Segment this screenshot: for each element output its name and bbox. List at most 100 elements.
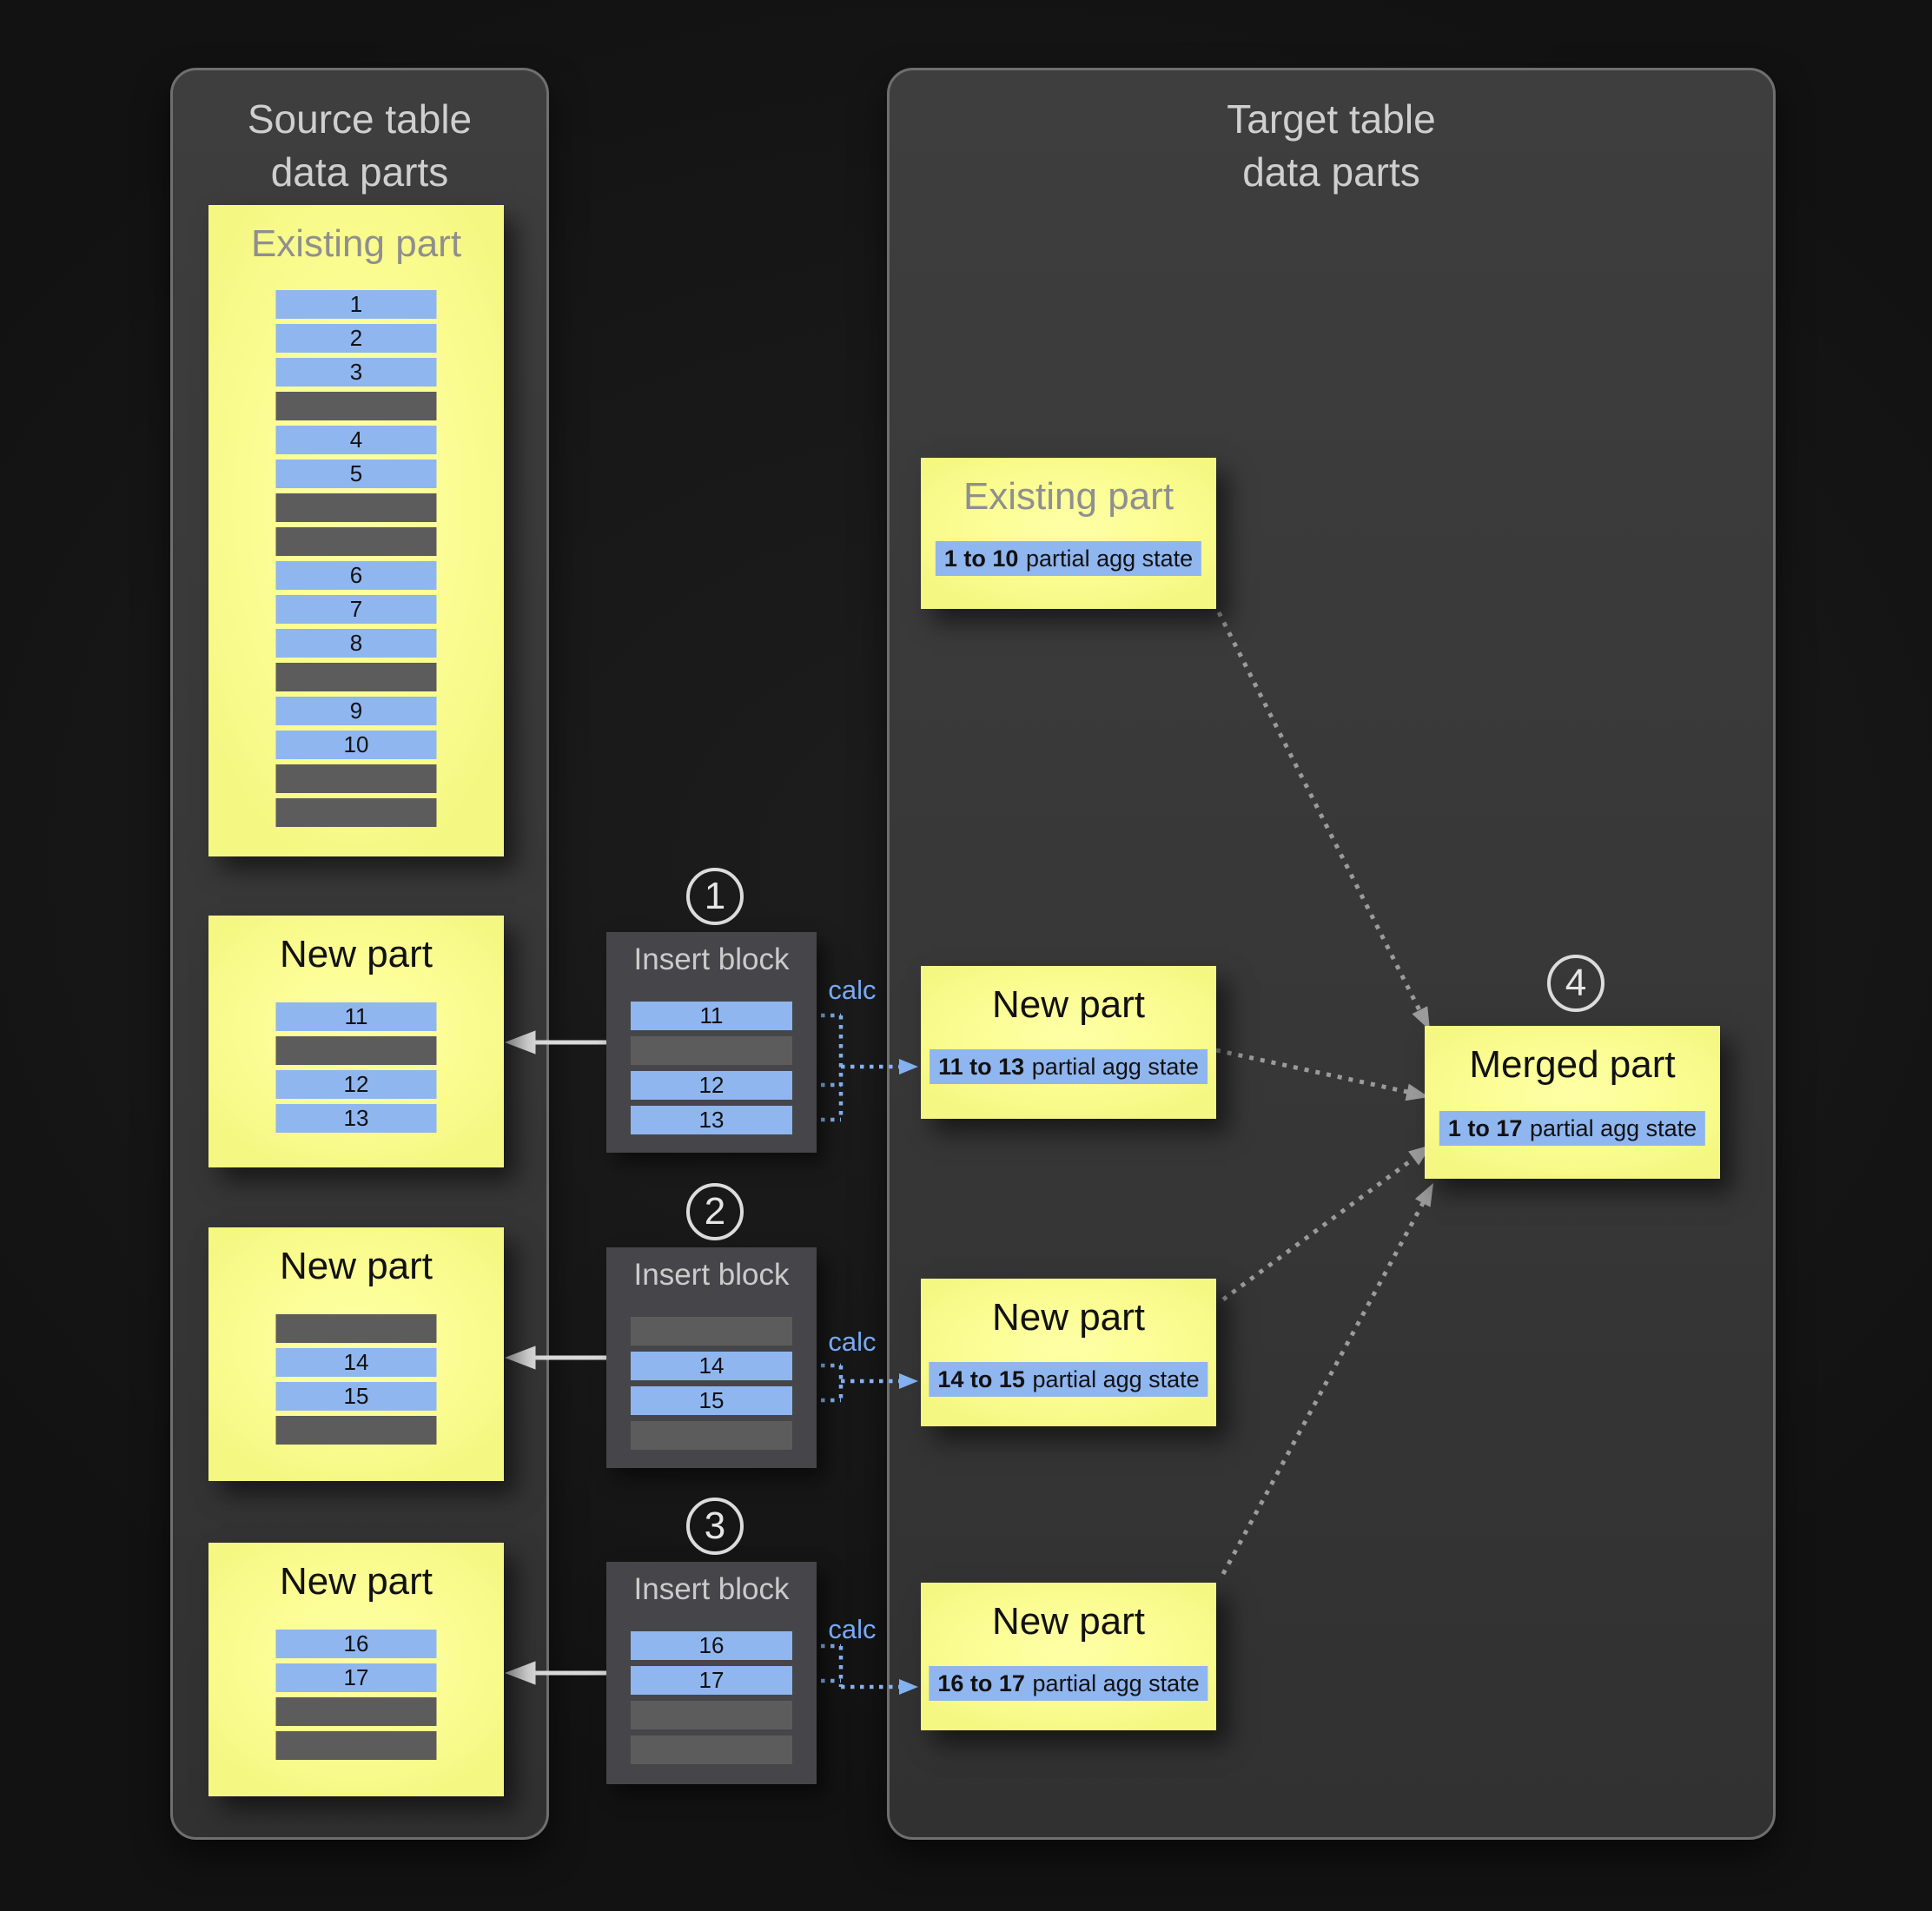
target-new-part-2: New part 14 to 15 partial agg state [921, 1279, 1216, 1426]
data-row: 15 [275, 1382, 437, 1411]
data-row: 16 [275, 1630, 437, 1658]
target-panel-title-line1: Target table [1227, 96, 1436, 142]
agg-label: partial agg state [1031, 1054, 1199, 1080]
insert-block-2-title: Insert block [633, 1258, 790, 1292]
empty-row [631, 1036, 792, 1065]
data-row: 12 [631, 1071, 792, 1100]
agg-label: partial agg state [1032, 1670, 1200, 1696]
source-new-part-1-rows: 11 12 13 [275, 1002, 437, 1138]
data-row: 17 [631, 1666, 792, 1695]
empty-row [275, 527, 437, 556]
target-merged-part: Merged part 1 to 17 partial agg state [1425, 1026, 1720, 1179]
data-row: 2 [275, 324, 437, 353]
step-3-badge: 3 [686, 1498, 744, 1555]
empty-row [275, 1416, 437, 1445]
data-row: 15 [631, 1386, 792, 1415]
agg-range: 14 to 15 [937, 1366, 1025, 1392]
empty-row [631, 1421, 792, 1450]
calc-label-3: calc [828, 1614, 877, 1644]
step-4-badge: 4 [1547, 955, 1604, 1012]
source-panel-title-line2: data parts [270, 149, 449, 195]
source-existing-part-rows: 1 2 3 4 5 6 7 8 9 10 [275, 290, 437, 832]
target-new-part-2-agg-bar: 14 to 15 partial agg state [929, 1362, 1208, 1397]
target-panel-title-line2: data parts [1242, 149, 1420, 195]
empty-row [275, 392, 437, 420]
empty-row [275, 1731, 437, 1760]
calc-label-1: calc [828, 975, 877, 1005]
source-panel-title-line1: Source table [247, 96, 473, 142]
agg-range: 16 to 17 [937, 1670, 1025, 1696]
agg-range: 1 to 10 [943, 546, 1019, 572]
agg-label: partial agg state [1530, 1115, 1697, 1141]
target-table-panel: Target table data parts [887, 68, 1776, 1840]
target-panel-title: Target table data parts [890, 93, 1773, 198]
data-row: 9 [275, 697, 437, 725]
data-row: 5 [275, 460, 437, 488]
empty-row [275, 1314, 437, 1343]
empty-row [275, 663, 437, 691]
source-new-part-1-title: New part [279, 933, 433, 975]
target-merged-part-title: Merged part [1469, 1043, 1676, 1086]
step-2-badge: 2 [686, 1183, 744, 1240]
target-new-part-3: New part 16 to 17 partial agg state [921, 1583, 1216, 1730]
data-row: 10 [275, 731, 437, 759]
insert-block-1: Insert block 11 12 13 [606, 932, 817, 1153]
data-row: 7 [275, 595, 437, 624]
insert-block-1-title: Insert block [633, 942, 790, 976]
agg-range: 1 to 17 [1447, 1115, 1523, 1141]
target-new-part-3-title: New part [991, 1600, 1146, 1643]
target-existing-part: Existing part 1 to 10 partial agg state [921, 458, 1216, 609]
data-row: 13 [275, 1104, 437, 1133]
source-new-part-3-title: New part [279, 1560, 433, 1603]
data-row: 12 [275, 1070, 437, 1099]
data-row: 1 [275, 290, 437, 319]
data-row: 4 [275, 426, 437, 454]
source-panel-title: Source table data parts [173, 93, 546, 198]
data-row: 14 [275, 1348, 437, 1377]
agg-label: partial agg state [1032, 1366, 1200, 1392]
data-row: 3 [275, 358, 437, 387]
empty-row [275, 493, 437, 522]
empty-row [275, 1036, 437, 1065]
data-row: 11 [275, 1002, 437, 1031]
empty-row [631, 1736, 792, 1764]
agg-label: partial agg state [1026, 546, 1194, 572]
agg-range: 11 to 13 [938, 1054, 1025, 1080]
target-new-part-1-title: New part [991, 983, 1146, 1026]
data-row: 17 [275, 1663, 437, 1692]
data-row: 13 [631, 1106, 792, 1134]
target-merged-agg-bar: 1 to 17 partial agg state [1439, 1111, 1706, 1146]
calc-label-2: calc [828, 1326, 877, 1357]
data-row: 8 [275, 629, 437, 658]
step-1-badge: 1 [686, 868, 744, 925]
data-row: 16 [631, 1631, 792, 1660]
target-existing-part-title: Existing part [963, 475, 1174, 518]
empty-row [631, 1317, 792, 1346]
empty-row [275, 798, 437, 827]
empty-row [631, 1701, 792, 1729]
data-row: 14 [631, 1352, 792, 1380]
empty-row [275, 1697, 437, 1726]
insert-block-3-title: Insert block [633, 1572, 790, 1606]
source-new-part-1: New part 11 12 13 [208, 916, 504, 1167]
insert-block-1-rows: 11 12 13 [631, 1002, 792, 1141]
target-existing-agg-bar: 1 to 10 partial agg state [935, 541, 1202, 576]
data-row: 11 [631, 1002, 792, 1030]
source-existing-part-title: Existing part [250, 222, 462, 265]
target-new-part-3-agg-bar: 16 to 17 partial agg state [929, 1666, 1208, 1701]
empty-row [275, 764, 437, 793]
source-existing-part: Existing part 1 2 3 4 5 6 7 8 9 10 [208, 205, 504, 856]
target-new-part-2-title: New part [991, 1296, 1146, 1339]
data-row: 6 [275, 561, 437, 590]
